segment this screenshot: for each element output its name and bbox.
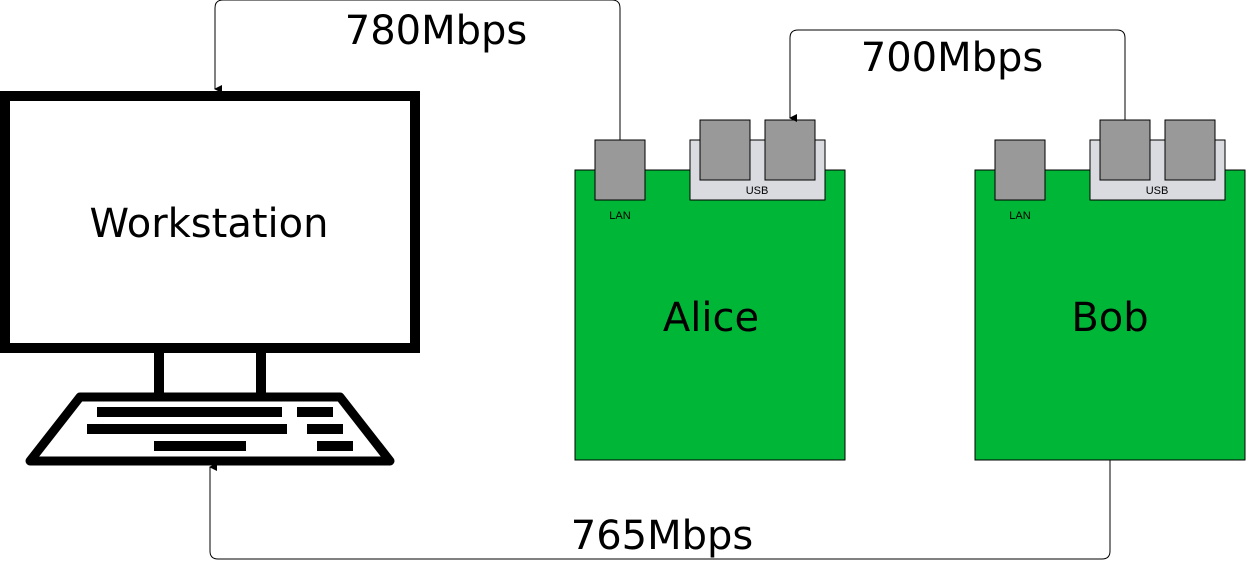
keyboard-key — [97, 407, 282, 417]
link-label-765: 765Mbps — [571, 513, 753, 559]
alice-usb-label: USB — [746, 185, 769, 197]
link-label-780: 780Mbps — [345, 8, 527, 54]
bob-name: Bob — [1071, 295, 1148, 341]
alice-usb-port-1 — [699, 119, 751, 181]
keyboard-key — [307, 424, 343, 434]
keyboard-key — [154, 441, 246, 451]
link-line — [214, 0, 621, 140]
link-label-700: 700Mbps — [861, 35, 1043, 81]
alice-board: LAN USB Alice — [574, 119, 846, 461]
bob-lan-port — [994, 139, 1046, 201]
bob-usb-port-2 — [1164, 119, 1216, 181]
workstation-label: Workstation — [90, 201, 329, 247]
alice-board-body — [574, 169, 846, 461]
monitor-stand-right — [256, 352, 266, 394]
link-line — [789, 29, 1126, 122]
monitor-stand-left — [154, 352, 164, 394]
link-alice-to-workstation: 780Mbps — [214, 0, 621, 140]
alice-name: Alice — [663, 295, 759, 341]
link-bob-to-workstation: 765Mbps — [209, 460, 1111, 560]
bob-usb-port-1 — [1099, 119, 1151, 181]
bob-board-body — [974, 169, 1246, 461]
keyboard-key — [317, 441, 353, 451]
link-bob-to-alice: 700Mbps — [789, 29, 1126, 122]
monitor-frame — [0, 91, 420, 353]
bob-lan-label: LAN — [1009, 210, 1030, 222]
alice-lan-label: LAN — [609, 210, 630, 222]
link-line — [209, 460, 1111, 560]
keyboard-key — [297, 407, 333, 417]
alice-lan-port — [594, 139, 646, 201]
bob-usb-label: USB — [1146, 185, 1169, 197]
bob-board: LAN USB Bob — [974, 119, 1246, 461]
keyboard-key — [87, 424, 287, 434]
alice-usb-port-2 — [764, 119, 816, 181]
workstation-icon: Workstation — [0, 91, 420, 466]
